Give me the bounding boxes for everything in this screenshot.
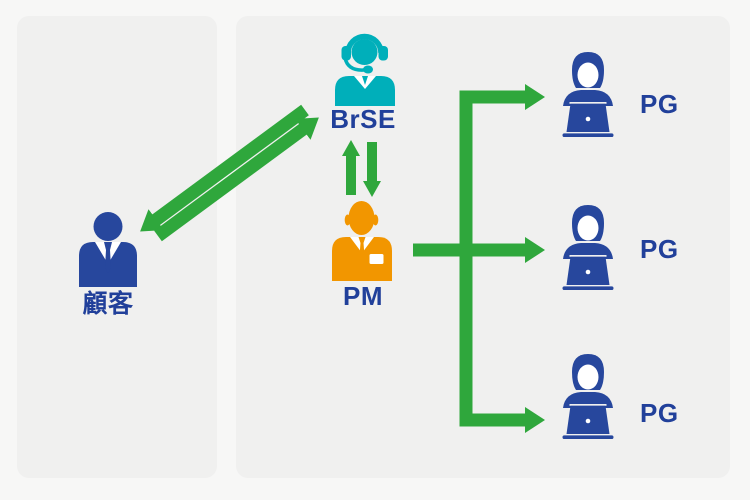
customer-label: 顧客 (82, 290, 134, 318)
pg1-label: PG (640, 89, 679, 119)
manager-icon (331, 199, 393, 281)
programmer-laptop-icon (556, 202, 620, 290)
programmer-laptop-icon (556, 351, 620, 439)
arrow-pm-to-pg1 (459, 84, 545, 427)
pg3-label: PG (640, 398, 679, 428)
arrow-brse-to-customer (140, 104, 309, 232)
businessman-icon (78, 205, 138, 289)
pg2-label: PG (640, 234, 679, 264)
pm-label: PM (343, 281, 383, 311)
arrow-customer-to-brse (154, 117, 319, 242)
programmer-laptop-icon (556, 49, 620, 137)
headset-operator-icon (333, 28, 397, 106)
brse-label: BrSE (330, 104, 396, 134)
